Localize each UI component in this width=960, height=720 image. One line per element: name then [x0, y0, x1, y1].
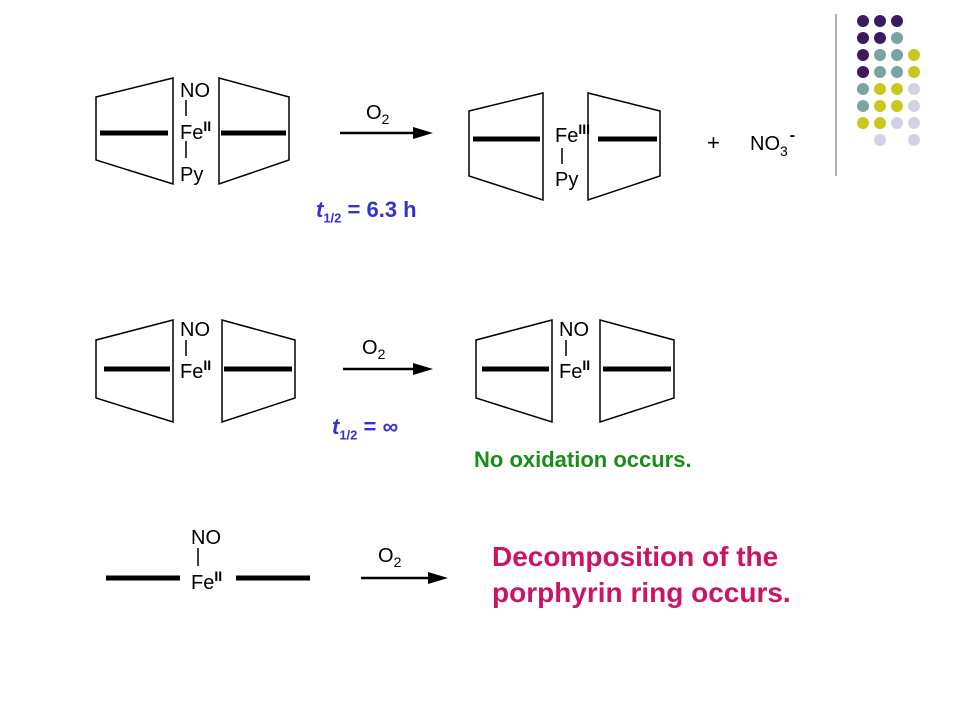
decorative-dot: [874, 117, 886, 129]
porphyrin-strap-left: [468, 92, 544, 202]
porphyrin-strap-right: [218, 77, 290, 186]
decorative-dot: [874, 15, 886, 27]
decorative-dot: [874, 83, 886, 95]
reaction2-half-life: t1/2 = ∞: [332, 414, 399, 443]
reaction3-arrow: O2: [361, 545, 448, 584]
nitrosyl-ligand-label: NO: [180, 80, 210, 102]
decorative-dot: [857, 66, 869, 78]
decorative-dot: [857, 49, 869, 61]
decorative-dot: [857, 100, 869, 112]
pyridine-ligand-label: Py: [555, 169, 578, 191]
porphyrin-strap-right: [587, 92, 661, 202]
porphyrin-strap-right: [221, 319, 296, 424]
decorative-dot: [857, 32, 869, 44]
nitrosyl-ligand-label: NO: [559, 319, 589, 341]
decorative-dot: [874, 134, 886, 146]
iron-atom-label: FeII: [559, 357, 590, 383]
reaction2-result-text: No oxidation occurs.: [474, 447, 692, 472]
porphyrin-strap-right: [599, 319, 675, 424]
decorative-dot: [857, 83, 869, 95]
nitrate-ion-label: NO3-: [750, 127, 795, 159]
decorative-dot: [891, 15, 903, 27]
reaction2-product: NO FeII: [475, 319, 675, 424]
decorative-dot: [891, 66, 903, 78]
iron-atom-label: FeII: [180, 357, 211, 383]
reaction-arrow-head: [413, 363, 433, 375]
reaction-arrow-head: [413, 127, 433, 139]
decorative-dot: [874, 49, 886, 61]
decorative-dot: [908, 83, 920, 95]
reaction1-arrow: O2: [340, 102, 433, 139]
decorative-dot: [891, 83, 903, 95]
oxygen-reagent-label: O2: [378, 545, 402, 570]
porphyrin-strap-left: [95, 77, 174, 186]
plus-sign: +: [707, 130, 720, 155]
decorative-dot: [891, 32, 903, 44]
result-line-1: Decomposition of the: [492, 541, 779, 572]
nitrosyl-ligand-label: NO: [191, 527, 221, 549]
reaction1-product: FeIII Py: [468, 92, 661, 202]
decorative-dot: [874, 32, 886, 44]
oxygen-reagent-label: O2: [362, 337, 386, 362]
decorative-dot-grid: [857, 15, 920, 146]
nitrosyl-ligand-label: NO: [180, 319, 210, 341]
decorative-dot: [908, 49, 920, 61]
iron-atom-label: FeIII: [555, 121, 590, 147]
decorative-dot: [857, 117, 869, 129]
reaction-arrow-head: [428, 572, 448, 584]
decorative-dot: [857, 15, 869, 27]
decorative-dot: [891, 49, 903, 61]
reaction3-result-text: Decomposition of the porphyrin ring occu…: [492, 539, 791, 611]
decorative-dot: [874, 100, 886, 112]
decorative-dot: [908, 117, 920, 129]
porphyrin-strap-left: [95, 319, 174, 424]
result-line-2: porphyrin ring occurs.: [492, 577, 791, 608]
decorative-dot: [891, 117, 903, 129]
decorative-dot: [891, 100, 903, 112]
porphyrin-strap-left: [475, 319, 553, 424]
decorative-dot: [908, 134, 920, 146]
decorative-dot: [874, 66, 886, 78]
decorative-dot: [908, 100, 920, 112]
decorative-dot: [908, 66, 920, 78]
reaction1-half-life: t1/2 = 6.3 h: [316, 197, 417, 226]
pyridine-ligand-label: Py: [180, 164, 203, 186]
oxygen-reagent-label: O2: [366, 102, 390, 127]
iron-atom-label: FeII: [180, 118, 211, 144]
reaction2-reactant: NO FeII: [95, 319, 296, 424]
reaction2-arrow: O2: [343, 337, 433, 375]
reaction3-reactant: NO FeII: [106, 527, 310, 594]
iron-atom-label: FeII: [191, 568, 222, 594]
reaction1-reactant: NO FeII Py: [95, 77, 290, 186]
